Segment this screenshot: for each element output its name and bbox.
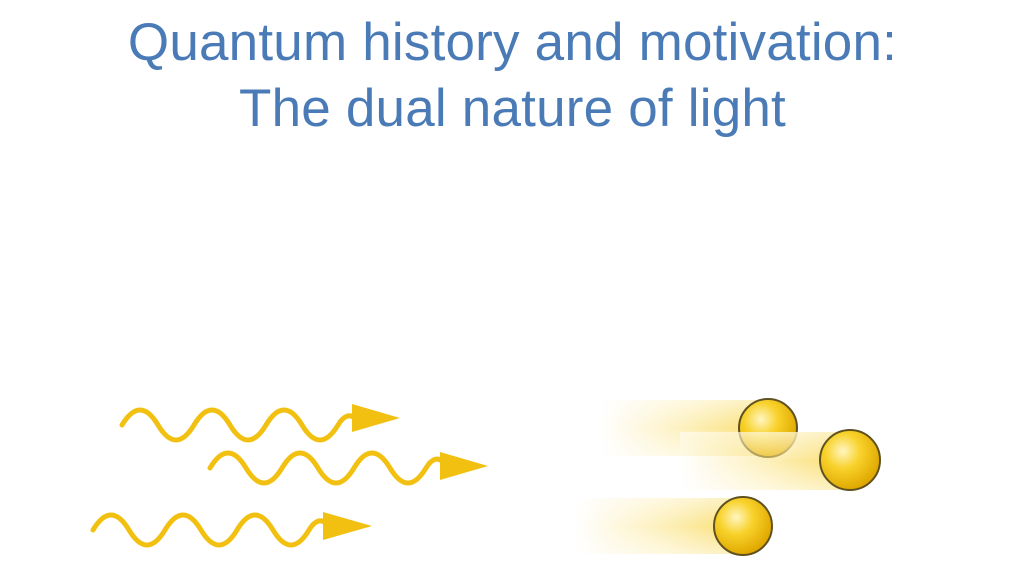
wave-arrow-icon <box>90 512 372 548</box>
wave-arrow-icon <box>207 450 488 486</box>
wave-arrow-icon <box>119 404 400 443</box>
title-line-2: The dual nature of light <box>239 79 786 138</box>
slide-title: Quantum history and motivation: The dual… <box>0 10 1025 142</box>
light-waves <box>90 404 488 548</box>
particle-icon <box>680 429 881 491</box>
light-particles <box>575 398 881 556</box>
particle-icon <box>575 496 773 556</box>
title-line-1: Quantum history and motivation: <box>127 13 898 72</box>
